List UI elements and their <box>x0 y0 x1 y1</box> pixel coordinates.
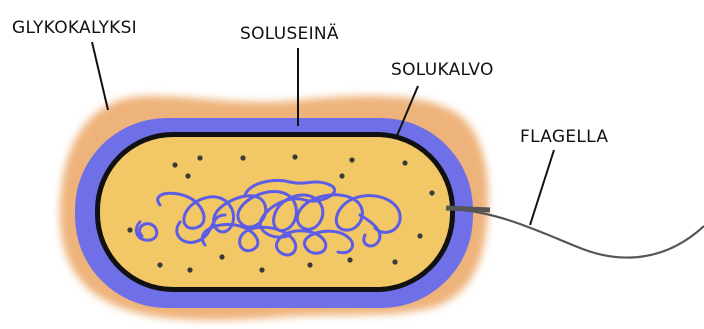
cell-wall-label: SOLUSEINÄ <box>240 23 339 44</box>
glycocalyx-leader <box>92 42 108 110</box>
flagellum-label: FLAGELLA <box>520 127 608 147</box>
glycocalyx-label: GLYKOKALYKSI <box>12 18 137 38</box>
flagellum-leader <box>530 150 554 225</box>
cell-membrane-label: SOLUKALVO <box>391 60 494 80</box>
